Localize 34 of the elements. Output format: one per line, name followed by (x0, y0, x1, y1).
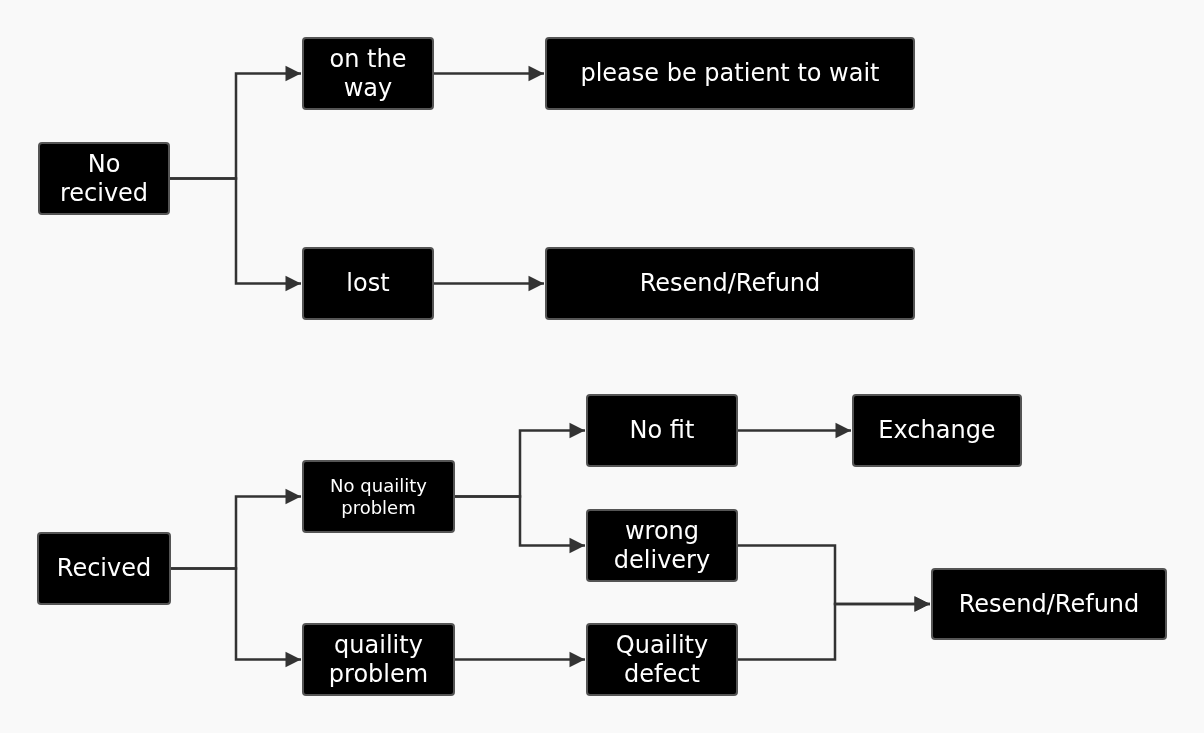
process-box (545, 247, 915, 320)
arrow (170, 177, 301, 292)
box-label: wrong delivery (612, 516, 712, 575)
process-box (302, 623, 455, 696)
box-label: Resend/Refund (639, 269, 821, 298)
box-label: No fit (629, 416, 695, 445)
process-box (37, 532, 171, 605)
process-box (302, 37, 434, 110)
process-box (852, 394, 1022, 467)
box-label: quaility problem (327, 630, 430, 689)
process-box (302, 460, 455, 533)
process-box (586, 394, 738, 467)
arrow (738, 596, 930, 661)
process-box (586, 623, 738, 696)
arrow (171, 567, 301, 668)
box-label: lost (346, 269, 390, 298)
arrow (455, 651, 585, 668)
arrow (434, 275, 544, 292)
box-label: please be patient to wait (580, 59, 880, 88)
process-box (586, 509, 738, 582)
box-label: Resend/Refund (958, 589, 1140, 619)
arrow (455, 495, 585, 554)
process-box (38, 142, 170, 215)
box-label: Quaility defect (614, 630, 710, 689)
arrow (434, 65, 544, 82)
process-box (931, 568, 1167, 640)
process-box (302, 247, 434, 320)
box-label: Exchange (878, 416, 996, 445)
arrow (738, 422, 851, 439)
box-label: No recived (58, 149, 150, 208)
box-label: Recived (56, 554, 152, 583)
process-box (545, 37, 915, 110)
box-label: No quaility problem (329, 474, 428, 519)
box-label: on the way (328, 44, 408, 103)
